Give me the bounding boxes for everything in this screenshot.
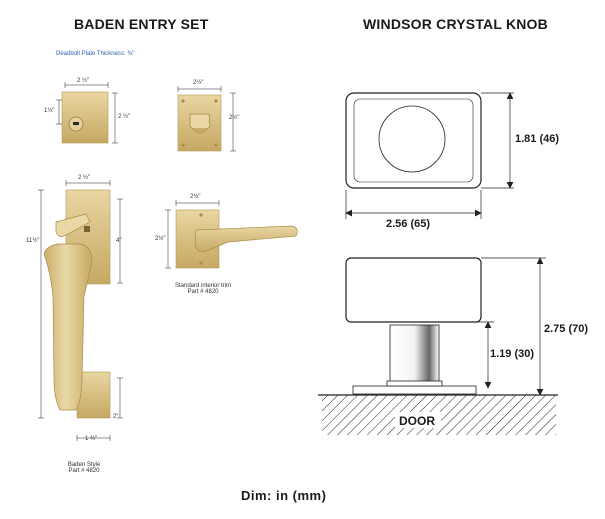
deadbolt-width-label: 2 ½" <box>77 78 90 84</box>
baden-caption-line2: Part # 4820 <box>68 468 100 474</box>
interior-caption: Standard interior trim Part # 4820 <box>170 283 236 295</box>
knob-neck-label: 1.19 (30) <box>490 348 535 360</box>
deadbolt-cylinder-label: 1½" <box>44 108 55 114</box>
left-title: BADEN ENTRY SET <box>74 16 209 32</box>
trim-top-height-label: 2½" <box>229 115 240 121</box>
interior-trim <box>175 209 298 269</box>
interior-caption-line2: Part # 4820 <box>187 289 219 295</box>
units-footer: Dim: in (mm) <box>241 488 327 503</box>
baden-caption-line1: Baden Style <box>67 462 101 468</box>
door-surface <box>318 394 558 435</box>
handleset <box>43 189 111 419</box>
right-title: WINDSOR CRYSTAL KNOB <box>363 16 548 32</box>
knob-top-view <box>345 92 482 189</box>
handleset-dimensions <box>38 180 123 441</box>
handleset-base-label: 1 ¾" <box>85 436 98 442</box>
trim-top-width-label: 2½" <box>193 80 204 86</box>
knob-top-dimensions <box>345 92 514 219</box>
knob-width-label: 2.56 (65) <box>386 218 431 230</box>
knob-overall-label: 2.75 (70) <box>544 323 589 335</box>
knob-side-view <box>345 257 482 395</box>
trim-top-dimensions <box>177 86 236 152</box>
deadbolt-plate <box>61 91 109 144</box>
handleset-lower-label: 2" <box>113 414 119 420</box>
door-label: DOOR <box>399 414 435 428</box>
interior-trim-dimensions <box>165 200 220 269</box>
deadbolt-dimensions <box>56 82 118 144</box>
handleset-overall-label: 11½" <box>26 238 40 244</box>
deadbolt-thickness-note: Deadbolt Plate Thickness: ⅜" <box>56 51 135 57</box>
knob-side-dimensions <box>441 257 546 396</box>
interior-caption-line1: Standard interior trim <box>174 283 232 289</box>
deadbolt-height-label: 2 ½" <box>118 114 131 120</box>
interior-height-label: 2½" <box>155 236 166 242</box>
handleset-upper-label: 4" <box>116 238 122 244</box>
handleset-width-label: 2 ½" <box>78 175 91 181</box>
trim-plate-top <box>177 94 222 152</box>
knob-height-label: 1.81 (46) <box>515 133 560 145</box>
baden-caption: Baden Style Part # 4820 <box>58 462 110 474</box>
interior-width-label: 2½" <box>190 194 201 200</box>
